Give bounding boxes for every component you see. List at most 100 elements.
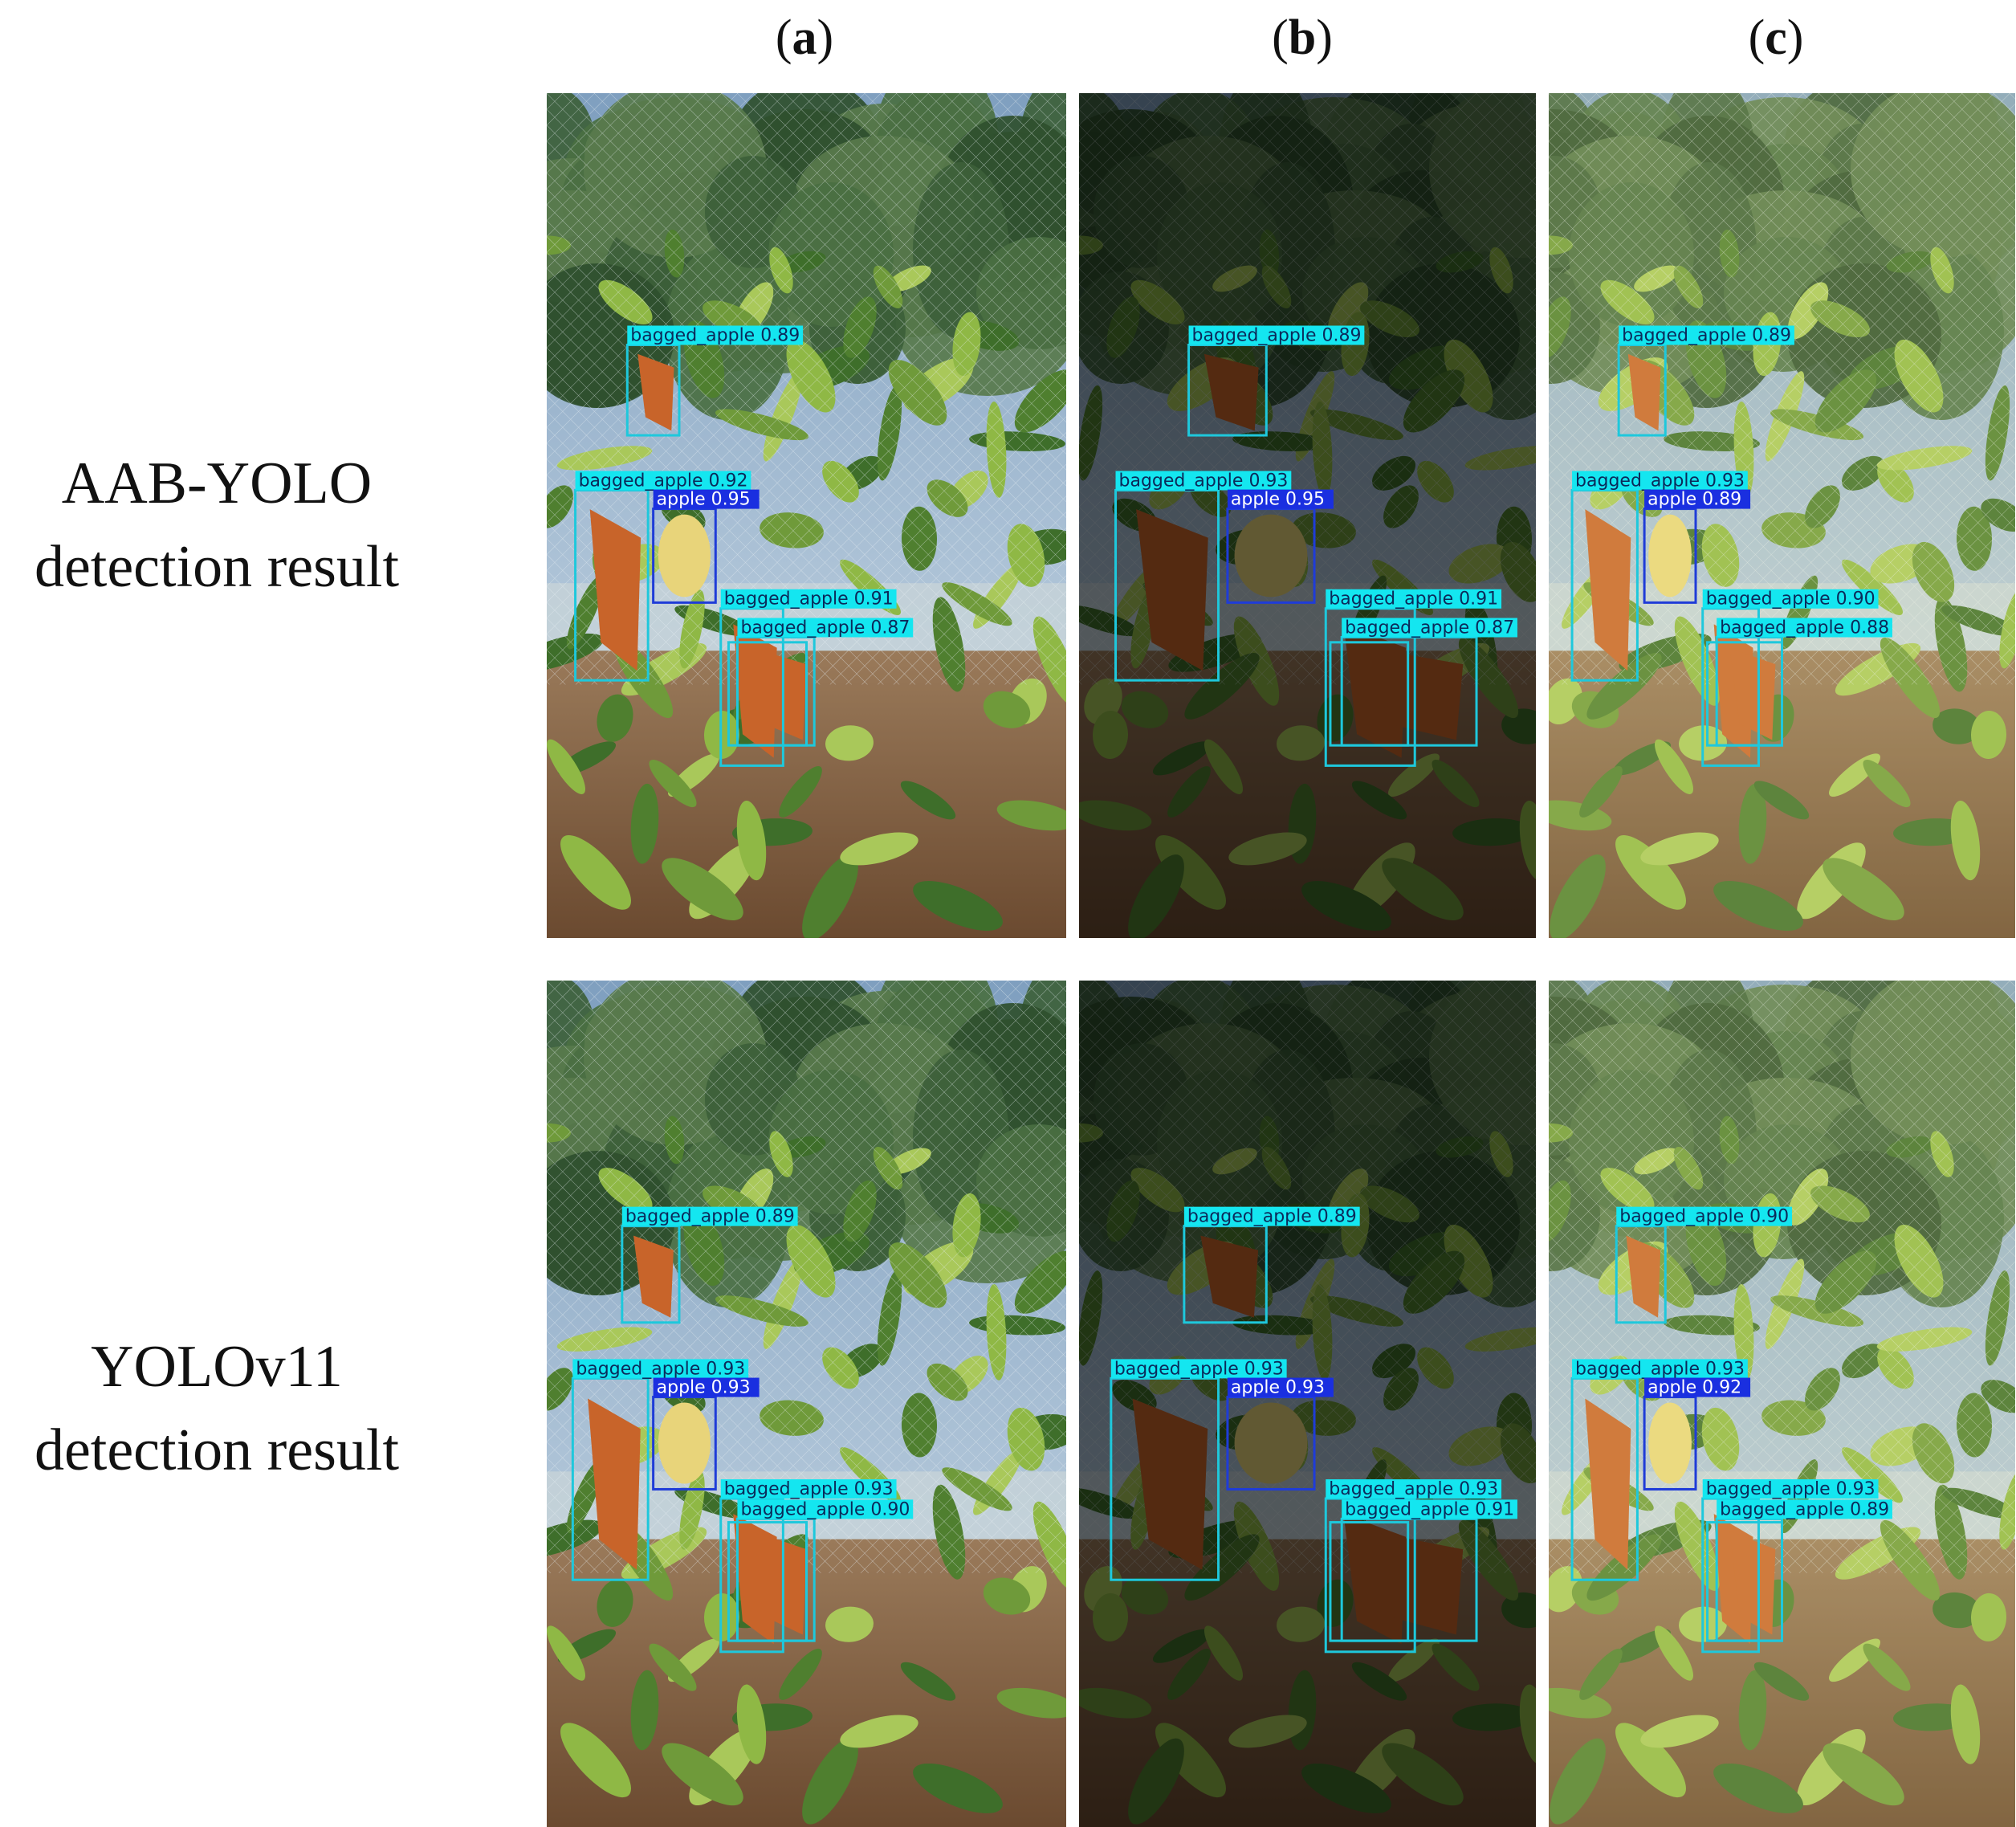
leaf	[825, 1606, 874, 1642]
leaf	[1823, 858, 1904, 921]
leaf	[840, 832, 918, 866]
bounding-box	[727, 641, 808, 747]
label-background	[1326, 1479, 1502, 1499]
label-background	[1619, 325, 1794, 345]
leaf	[1933, 708, 1981, 744]
bagged-apple-detection: bagged_apple 0.89	[1187, 325, 1365, 437]
bounding-box	[1329, 641, 1410, 747]
detection-label: bagged_apple 0.90	[1706, 589, 1875, 610]
apple-fruit	[658, 514, 711, 597]
label-background	[653, 1377, 760, 1397]
label-background	[737, 618, 914, 638]
detection-label: bagged_apple 0.93	[1575, 1359, 1745, 1379]
bagged-apple-fruit	[633, 1235, 674, 1318]
bagged-apple-fruit	[1729, 647, 1776, 740]
detection-label: bagged_apple 0.87	[740, 618, 910, 638]
leaf	[597, 1579, 633, 1627]
column-label-c: (c)	[1748, 10, 1804, 65]
leaf	[560, 1723, 631, 1798]
label-background	[720, 589, 897, 609]
detection-label: bagged_apple 0.93	[1119, 471, 1289, 491]
detection-label: bagged_apple 0.90	[740, 1499, 910, 1519]
leaf	[840, 1715, 918, 1748]
apple-detection: apple 0.95	[1226, 489, 1334, 604]
leaf	[913, 880, 1003, 931]
bagged-apple-detection: bagged_apple 0.93	[1324, 1479, 1502, 1654]
bounding-box	[1183, 1225, 1268, 1324]
detection-label: apple 0.93	[1231, 1378, 1325, 1398]
detection-label: apple 0.93	[657, 1378, 751, 1398]
bagged-apple-detection: bagged_apple 0.89	[1617, 325, 1794, 437]
detection-label: apple 0.89	[1647, 490, 1741, 510]
bagged-apple-fruit	[1627, 353, 1661, 431]
leaf	[779, 765, 822, 818]
bagged-apple-fruit	[752, 647, 807, 740]
detection-label: bagged_apple 0.91	[1329, 589, 1498, 610]
leaf	[802, 854, 858, 938]
label-background	[1717, 1499, 1892, 1519]
label-background	[1183, 1206, 1360, 1226]
bagged-apple-fruit	[588, 1398, 641, 1570]
label-background	[653, 489, 760, 509]
bagged-apple-detection: bagged_apple 0.93	[1570, 1359, 1748, 1581]
label-background	[737, 1499, 914, 1519]
label-background	[1702, 589, 1879, 609]
label-background	[1227, 1377, 1334, 1397]
detection-label: bagged_apple 0.92	[579, 471, 748, 491]
orchard-scene: bagged_apple 0.89 bagged_apple 0.93apple …	[1549, 93, 2015, 938]
leaf	[1970, 1593, 2007, 1641]
leaf	[1970, 710, 2007, 759]
label-background	[720, 1479, 897, 1499]
leaf	[1950, 800, 1981, 881]
leaf	[900, 781, 956, 820]
label-background	[1616, 1206, 1793, 1226]
leaf	[662, 858, 743, 921]
bounding-box	[727, 1521, 808, 1642]
bounding-box	[1615, 1225, 1667, 1324]
bounding-box	[1329, 1521, 1410, 1642]
leaf	[1655, 739, 1693, 794]
leaf	[1579, 1648, 1623, 1700]
leaf	[1753, 1662, 1810, 1701]
column-label-a: (a)	[775, 10, 834, 65]
apple-detection: apple 0.95	[652, 489, 760, 604]
bagged-apple-detection: bagged_apple 0.93	[1110, 1359, 1287, 1581]
label-background	[621, 1206, 798, 1226]
apple-detection: apple 0.92	[1643, 1377, 1751, 1491]
detection-label: bagged_apple 0.89	[630, 325, 800, 345]
low-light-overlay	[1079, 981, 1536, 1827]
detection-label: bagged_apple 0.87	[1345, 618, 1514, 638]
apple-detection: apple 0.89	[1643, 489, 1751, 604]
label-background	[1342, 1499, 1517, 1519]
label-background	[575, 471, 751, 491]
low-light-overlay	[1079, 93, 1536, 938]
leaf	[630, 783, 659, 864]
label-background	[572, 1359, 749, 1379]
detection-label: bagged_apple 0.93	[576, 1359, 745, 1379]
leaf	[597, 694, 633, 742]
bagged-apple-fruit	[1585, 1398, 1631, 1570]
bagged-apple-detection: bagged_apple 0.91	[719, 589, 897, 767]
orchard-scene: bagged_apple 0.90 bagged_apple 0.93apple …	[1549, 981, 2015, 1827]
orchard-scene: bagged_apple 0.89 bagged_apple 0.92apple …	[547, 93, 1066, 938]
bounding-box	[621, 1225, 681, 1324]
detection-label: bagged_apple 0.93	[1575, 471, 1745, 491]
bagged-apple-detection: bagged_apple 0.89	[1715, 1499, 1892, 1642]
apple-detection: apple 0.93	[1226, 1377, 1334, 1491]
leaf	[1549, 678, 1582, 724]
label-background	[1110, 1359, 1287, 1379]
detection-label: apple 0.95	[657, 490, 751, 510]
leaf	[649, 760, 697, 808]
leaf	[996, 800, 1066, 831]
label-background	[1115, 471, 1292, 491]
bagged-apple-detection: bagged_apple 0.93	[1570, 471, 1748, 682]
leaf	[913, 1763, 1003, 1813]
bounding-box	[1706, 1521, 1783, 1642]
bagged-apple-detection: bagged_apple 0.90	[1615, 1206, 1793, 1324]
apple-fruit	[658, 1402, 711, 1484]
